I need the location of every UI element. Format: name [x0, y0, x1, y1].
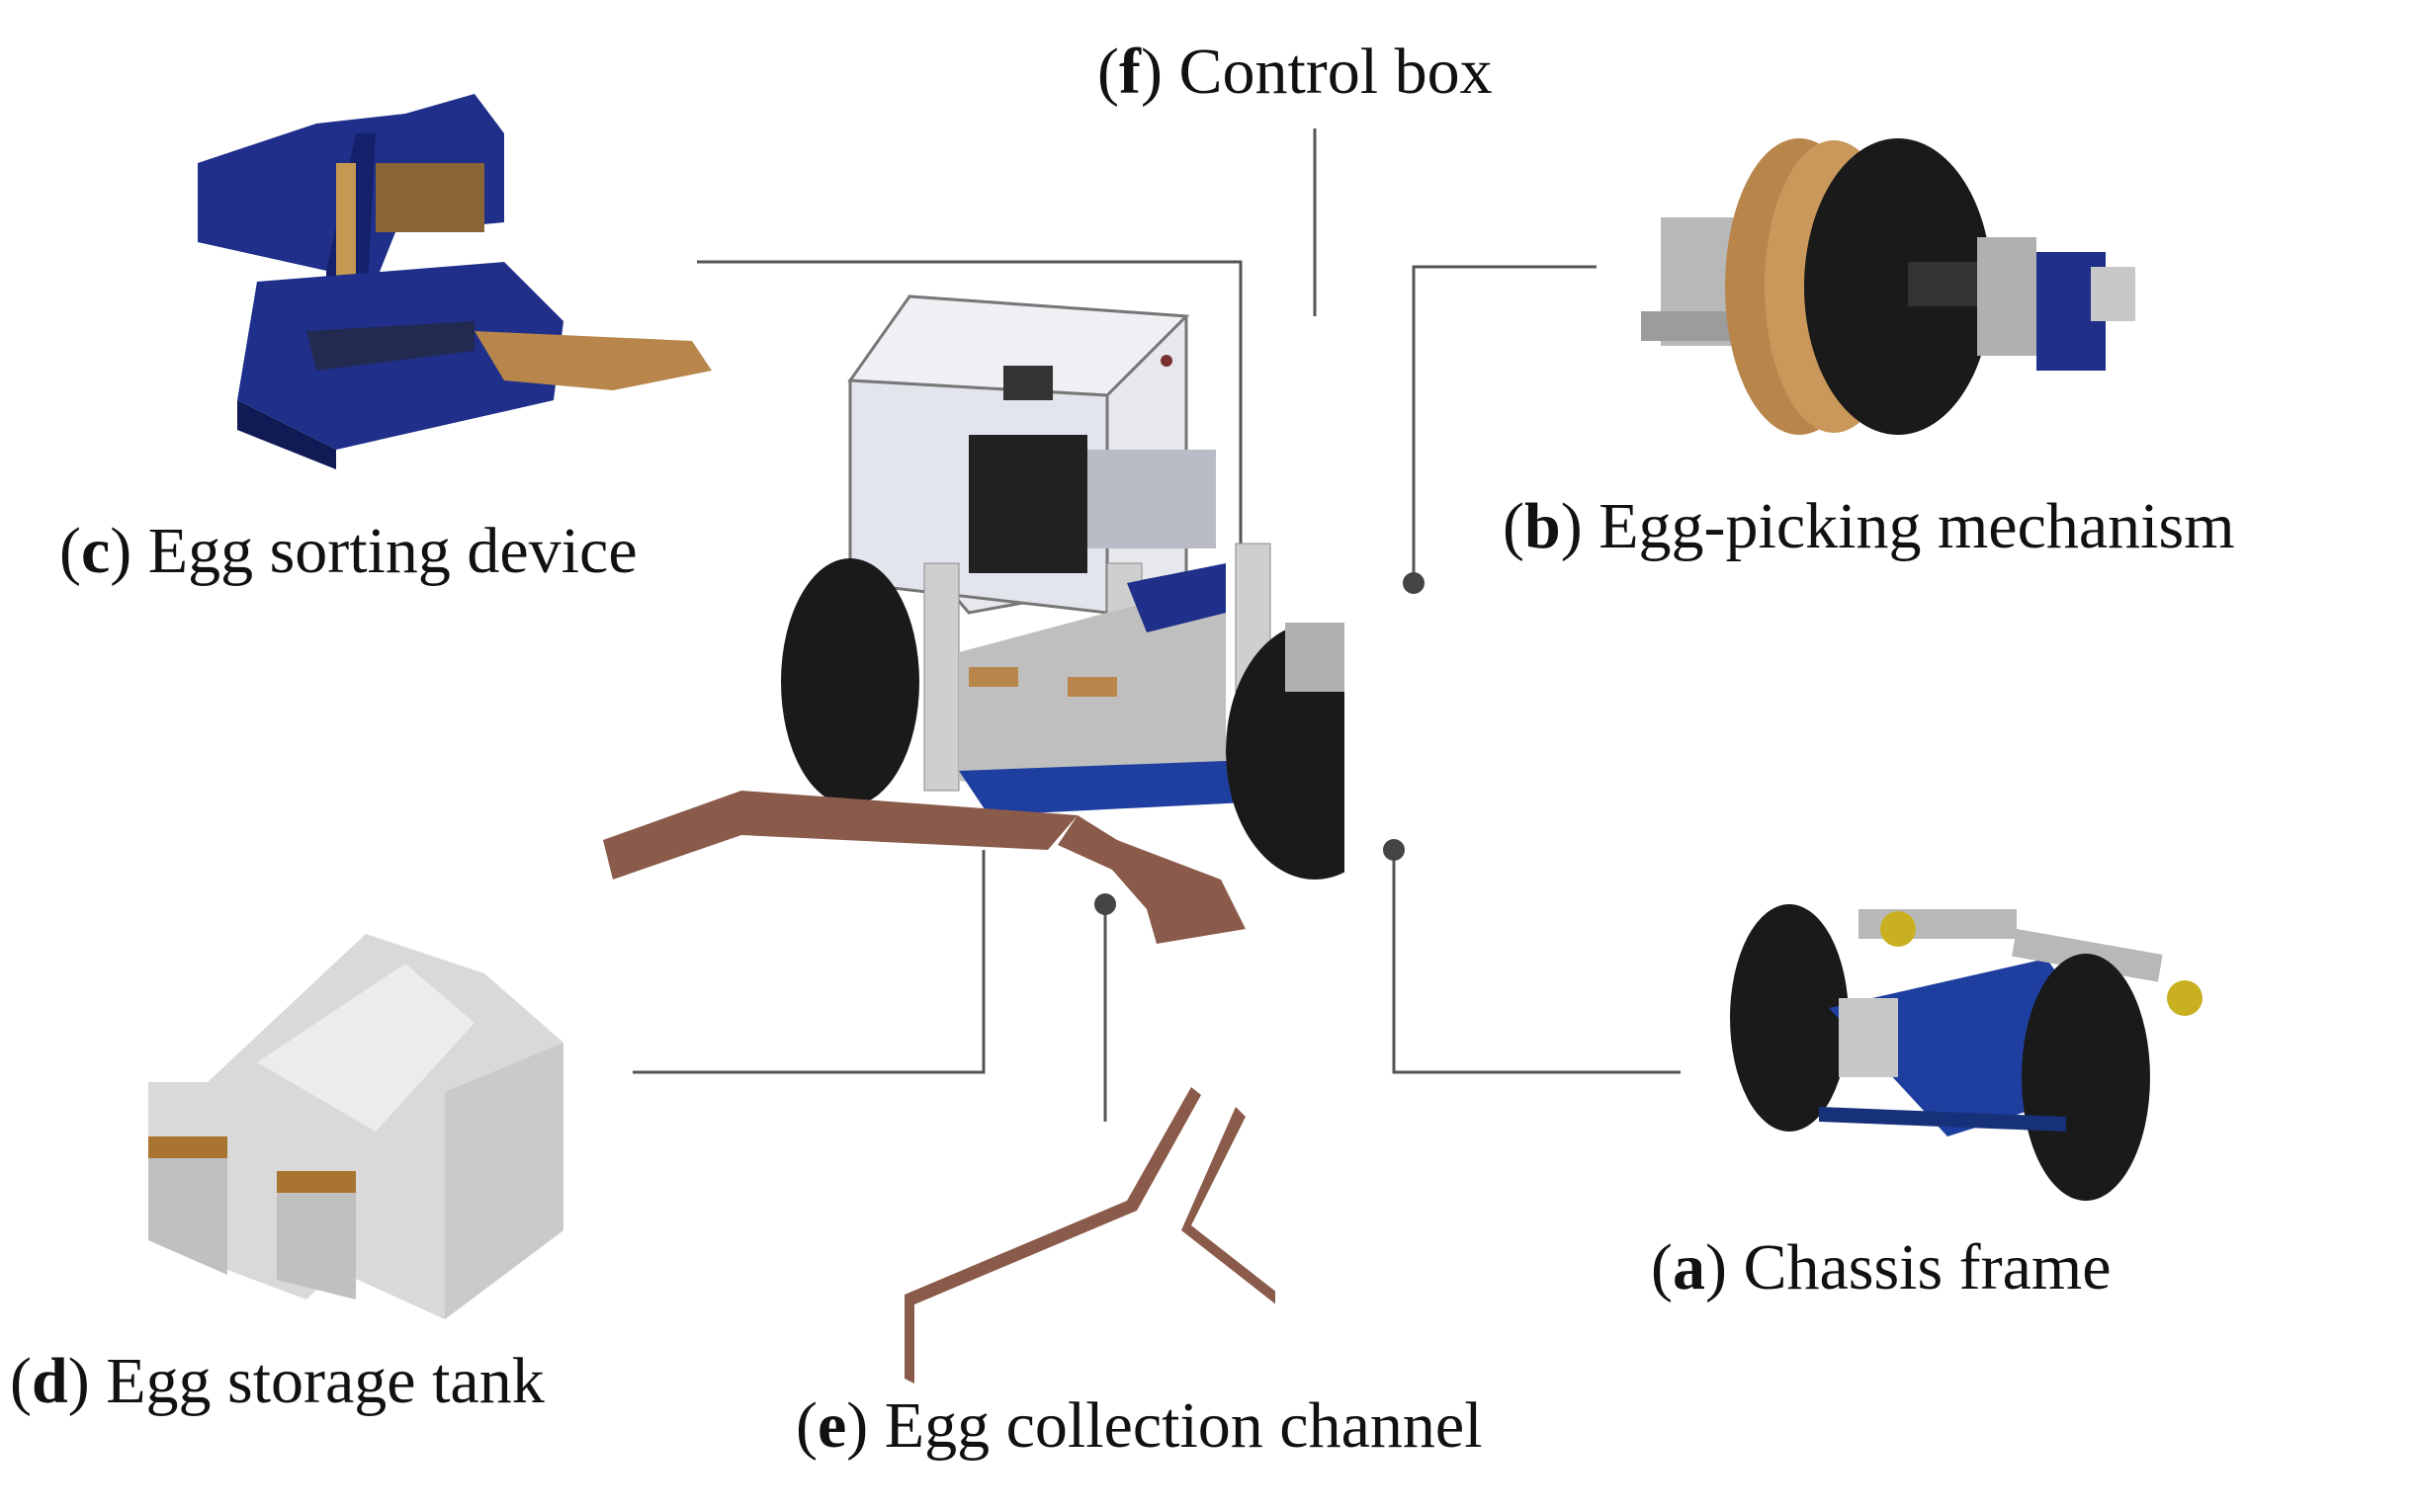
- egg-picking-mechanism-image: [1641, 138, 2135, 435]
- leader-line-d: [633, 850, 986, 1074]
- label-text: Chassis frame: [1743, 1231, 2112, 1303]
- connector-dot-e: [1094, 893, 1116, 915]
- egg-sorting-device-image: [198, 94, 712, 469]
- label-egg-picking-mechanism: (b) Egg-picking mechanism: [1503, 490, 2235, 562]
- chassis-frame-image: [1730, 904, 2203, 1201]
- label-egg-collection-channel: (e) Egg collection channel: [796, 1389, 1483, 1462]
- connector-dot-a: [1383, 839, 1405, 861]
- label-letter: e: [817, 1389, 847, 1462]
- robot-assembly-image: [603, 294, 1344, 944]
- label-letter: a: [1672, 1231, 1705, 1303]
- label-text: Egg-picking mechanism: [1598, 490, 2235, 562]
- label-egg-sorting-device: (c) Egg sorting device: [59, 515, 638, 587]
- leader-line-c: [697, 260, 1243, 553]
- label-text: Egg sorting device: [147, 515, 638, 587]
- leader-line-b: [1412, 265, 1597, 583]
- label-text: Egg storage tank: [106, 1345, 545, 1417]
- egg-storage-tank-image: [148, 934, 563, 1319]
- label-text: Egg collection channel: [884, 1389, 1483, 1462]
- label-text: Control box: [1178, 36, 1493, 108]
- label-letter: d: [31, 1345, 68, 1417]
- leader-line-a: [1392, 850, 1681, 1074]
- label-control-box: (f) Control box: [1097, 36, 1493, 108]
- label-egg-storage-tank: (d) Egg storage tank: [10, 1345, 545, 1417]
- label-letter: f: [1118, 36, 1141, 108]
- label-chassis-frame: (a) Chassis frame: [1651, 1231, 2112, 1303]
- egg-collection-channel-image: [905, 1087, 1275, 1384]
- connector-dot-b: [1403, 572, 1425, 594]
- label-letter: b: [1523, 490, 1561, 562]
- label-letter: c: [80, 515, 111, 587]
